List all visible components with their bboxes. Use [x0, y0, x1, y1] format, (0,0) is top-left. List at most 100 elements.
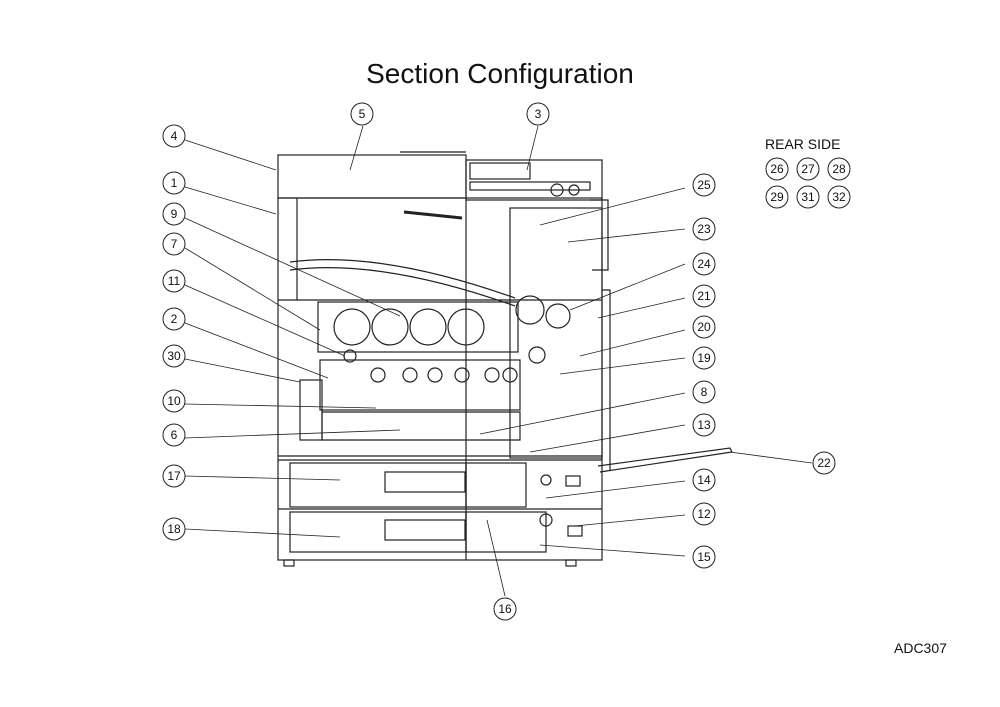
- callout-circle: [162, 124, 186, 148]
- callout-circle: [692, 502, 716, 526]
- callout-circle: [162, 232, 186, 256]
- callout-5: 5: [350, 102, 374, 126]
- callout-circle: [692, 284, 716, 308]
- rear-callout-31: 31: [796, 185, 820, 209]
- callout-2: 2: [162, 307, 186, 331]
- rear-callout-number: 27: [801, 162, 815, 176]
- rear-callout-circle: [765, 157, 789, 181]
- callout-1: 1: [162, 171, 186, 195]
- callouts: 1234567891011121314151617181920212223242…: [162, 102, 836, 621]
- callout-number: 18: [167, 522, 181, 536]
- callout-circle: [812, 451, 836, 475]
- machine-outline: [277, 151, 733, 567]
- callout-number: 4: [171, 129, 178, 143]
- rear-callout-number: 32: [832, 190, 846, 204]
- diagram-title: Section Configuration: [366, 58, 634, 89]
- rear-callout-number: 31: [801, 190, 815, 204]
- callout-7: 7: [162, 232, 186, 256]
- rear-callout-32: 32: [827, 185, 851, 209]
- callout-19: 19: [692, 346, 716, 370]
- callout-20: 20: [692, 315, 716, 339]
- callout-15: 15: [692, 545, 716, 569]
- callout-number: 23: [697, 222, 711, 236]
- callout-14: 14: [692, 468, 716, 492]
- rear-callout-number: 28: [832, 162, 846, 176]
- callout-circle: [692, 315, 716, 339]
- callout-number: 9: [171, 207, 178, 221]
- callout-circle: [692, 468, 716, 492]
- callout-number: 3: [535, 107, 542, 121]
- rear-callout-circle: [827, 185, 851, 209]
- rear-callout-circle: [796, 185, 820, 209]
- rear-callout-28: 28: [827, 157, 851, 181]
- callout-number: 25: [697, 178, 711, 192]
- callout-8: 8: [692, 380, 716, 404]
- leader-lines: [184, 125, 813, 597]
- callout-circle: [692, 413, 716, 437]
- callout-circle: [692, 545, 716, 569]
- callout-10: 10: [162, 389, 186, 413]
- callout-9: 9: [162, 202, 186, 226]
- callout-number: 8: [701, 385, 708, 399]
- callout-circle: [526, 102, 550, 126]
- rear-side-callouts: 26 27 28 29 31 32: [765, 157, 851, 209]
- callout-circle: [692, 346, 716, 370]
- callout-number: 11: [168, 274, 181, 288]
- rear-callout-circle: [765, 185, 789, 209]
- rear-side-label: REAR SIDE: [765, 136, 841, 152]
- callout-11: 11: [162, 269, 186, 293]
- callout-4: 4: [162, 124, 186, 148]
- callout-circle: [692, 380, 716, 404]
- callout-17: 17: [162, 464, 186, 488]
- figure-code: ADC307: [894, 640, 947, 656]
- callout-circle: [162, 464, 186, 488]
- callout-circle: [162, 517, 186, 541]
- callout-number: 30: [167, 349, 181, 363]
- callout-number: 7: [171, 237, 178, 251]
- callout-number: 17: [167, 469, 181, 483]
- rear-callout-number: 29: [770, 190, 784, 204]
- callout-21: 21: [692, 284, 716, 308]
- rear-callout-27: 27: [796, 157, 820, 181]
- callout-24: 24: [692, 252, 716, 276]
- callout-circle: [692, 217, 716, 241]
- callout-number: 10: [167, 394, 181, 408]
- callout-number: 19: [697, 351, 711, 365]
- callout-circle: [162, 171, 186, 195]
- callout-number: 13: [697, 418, 711, 432]
- rear-callout-29: 29: [765, 185, 789, 209]
- callout-circle: [692, 252, 716, 276]
- callout-16: 16: [493, 597, 517, 621]
- rear-callout-number: 26: [770, 162, 784, 176]
- callout-circle: [162, 269, 186, 293]
- callout-circle: [162, 202, 186, 226]
- callout-number: 6: [171, 428, 178, 442]
- callout-number: 1: [171, 176, 178, 190]
- rear-callout-26: 26: [765, 157, 789, 181]
- callout-number: 15: [697, 550, 711, 564]
- callout-circle: [162, 423, 186, 447]
- callout-25: 25: [692, 173, 716, 197]
- callout-number: 20: [697, 320, 711, 334]
- callout-30: 30: [162, 344, 186, 368]
- callout-number: 12: [697, 507, 711, 521]
- callout-number: 14: [697, 473, 711, 487]
- callout-number: 22: [817, 456, 831, 470]
- callout-18: 18: [162, 517, 186, 541]
- callout-number: 2: [171, 312, 178, 326]
- callout-circle: [162, 389, 186, 413]
- rear-callout-circle: [827, 157, 851, 181]
- callout-number: 5: [359, 107, 366, 121]
- rear-callout-circle: [796, 157, 820, 181]
- callout-circle: [493, 597, 517, 621]
- callout-22: 22: [812, 451, 836, 475]
- callout-circle: [350, 102, 374, 126]
- callout-number: 21: [697, 289, 711, 303]
- callout-circle: [162, 344, 186, 368]
- callout-number: 24: [697, 257, 711, 271]
- callout-13: 13: [692, 413, 716, 437]
- callout-circle: [692, 173, 716, 197]
- callout-number: 16: [498, 602, 512, 616]
- callout-12: 12: [692, 502, 716, 526]
